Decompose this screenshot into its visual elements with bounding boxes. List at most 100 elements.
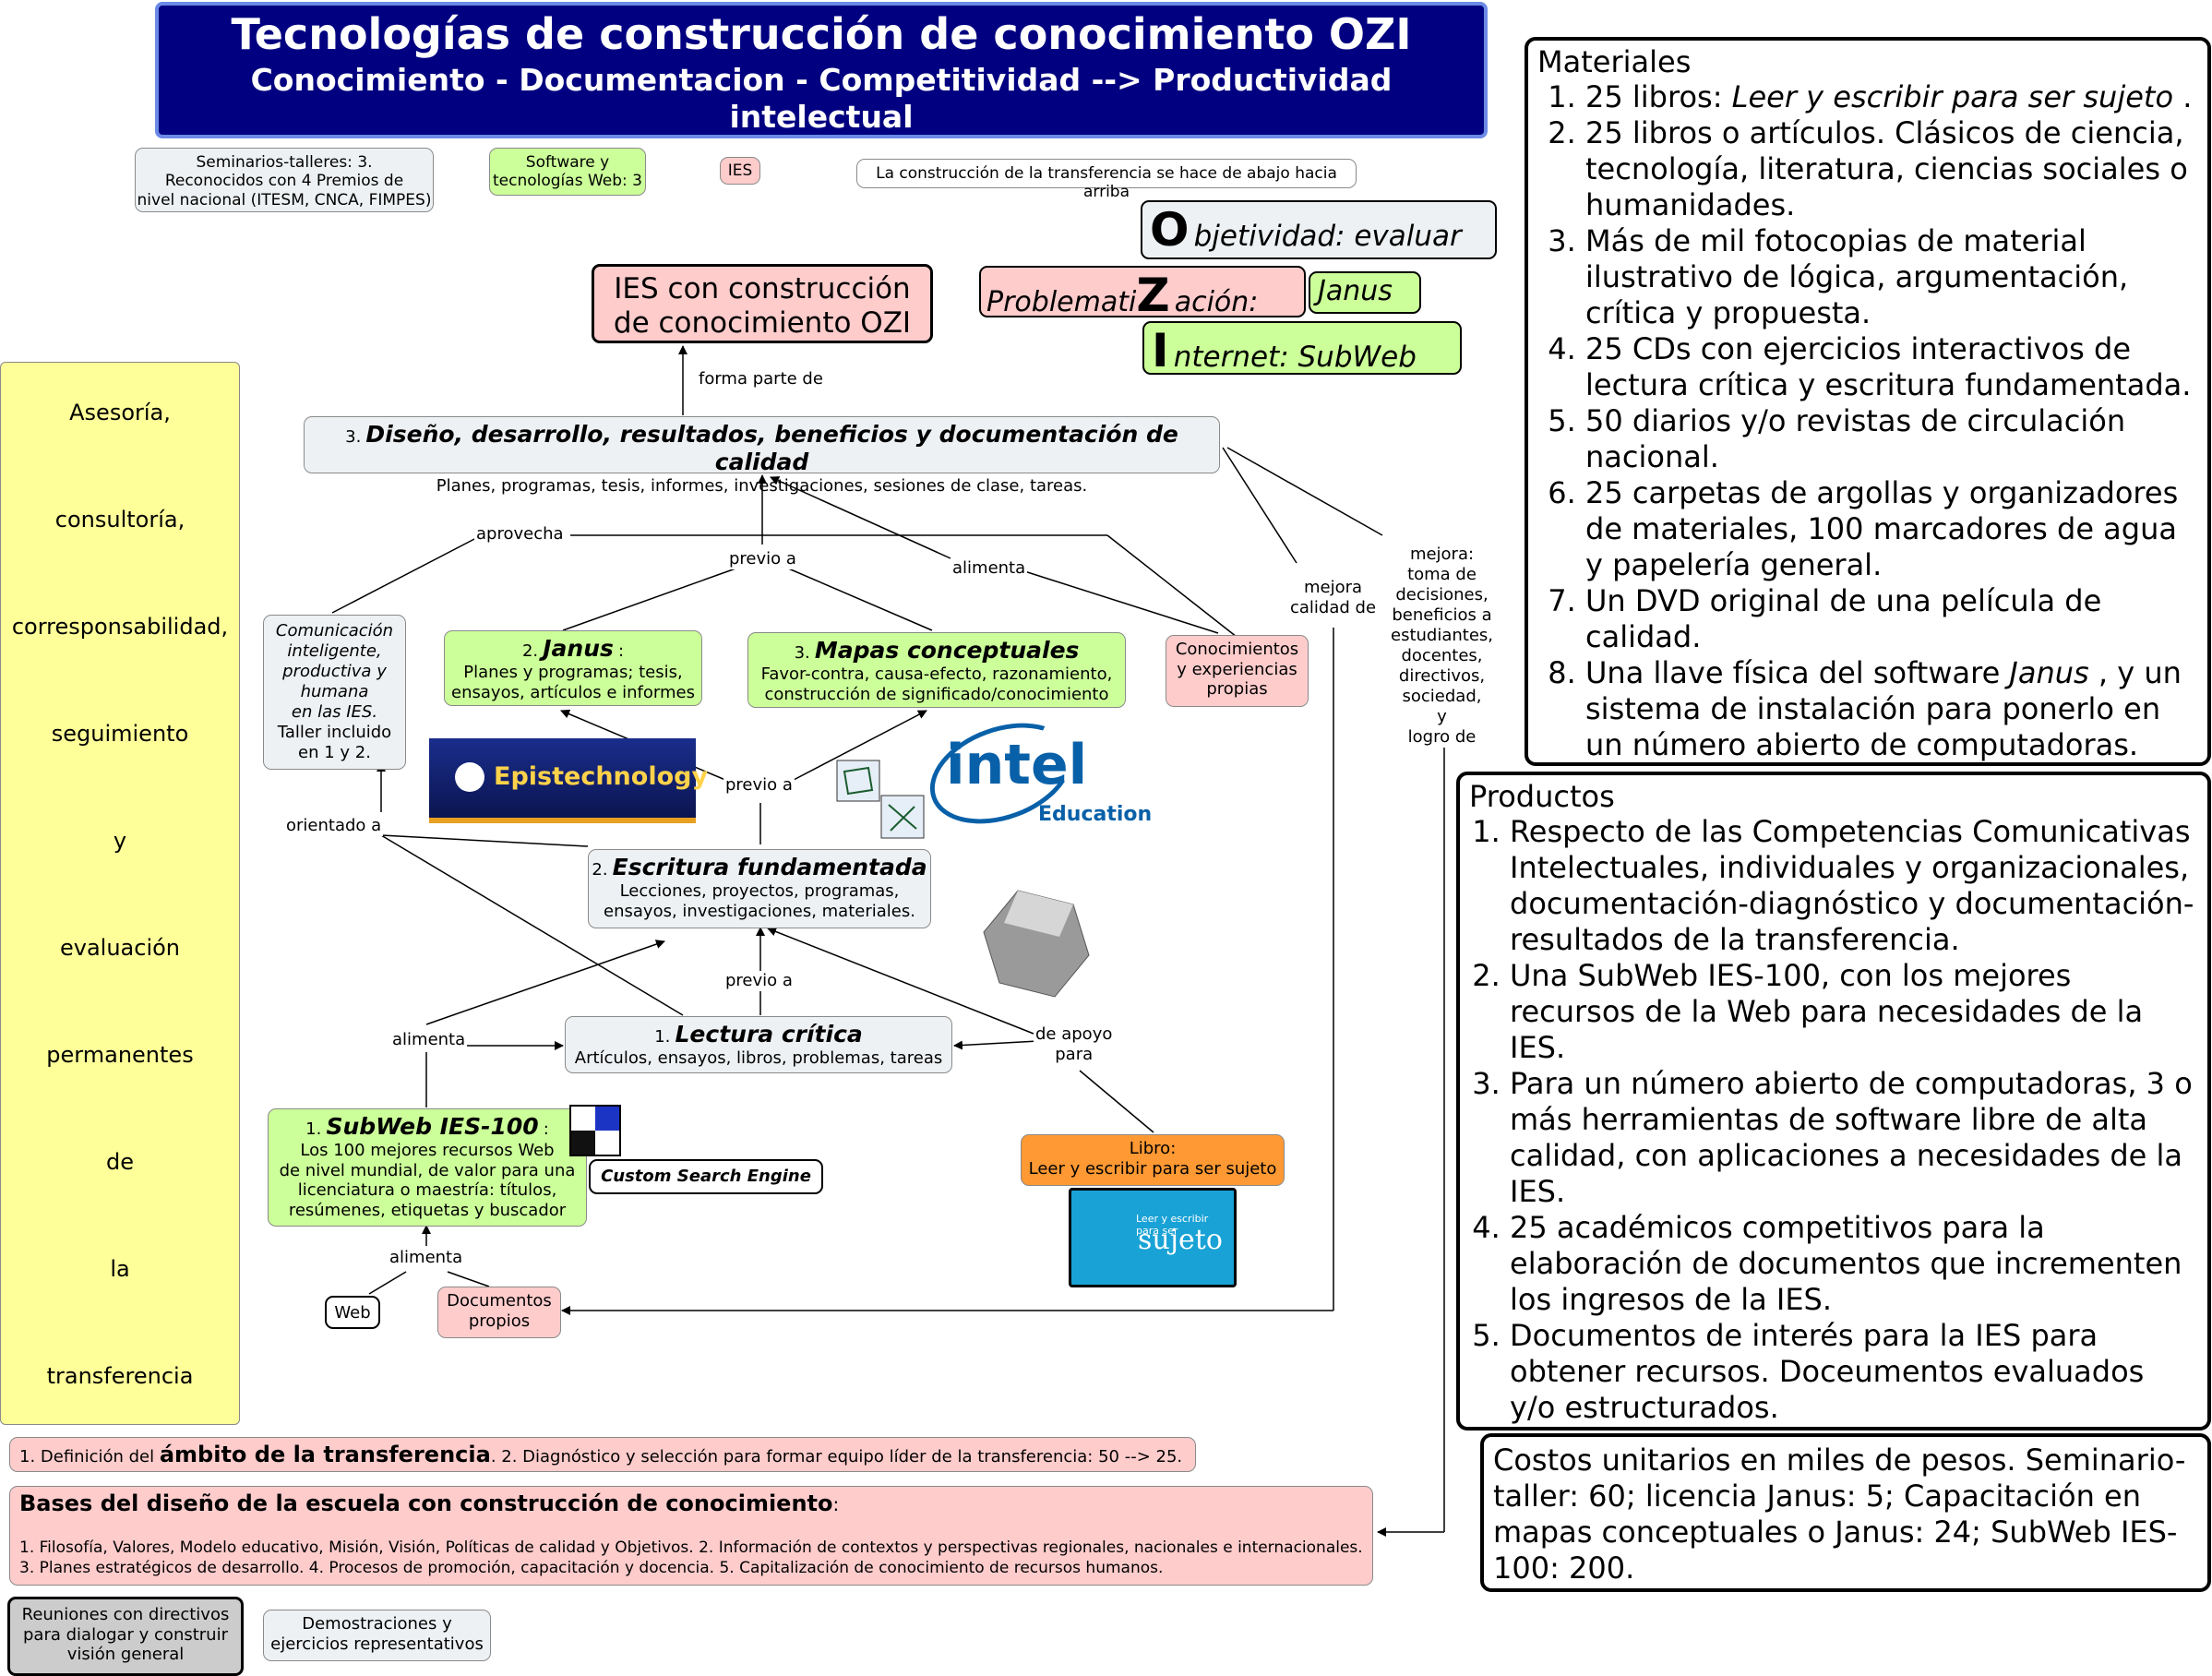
materiales-item-emphasis: Janus [2009,655,2089,690]
o-text: bjetividad: evaluar [1193,220,1462,253]
subweb-sub: de nivel mundial, de valor para una [279,1160,576,1180]
mejora-calidad-line: calidad de [1290,597,1377,617]
book-cover-image: Leer y escribir para ser sujeto [1069,1188,1237,1287]
ies-ozi-node: IES con construcción de conocimiento OZI [592,264,933,343]
seminarios-line: Reconocidos con 4 Premios de [164,172,404,191]
comunicacion-line: inteligente, [287,641,382,661]
i-internet-box: I nternet: SubWeb [1142,321,1462,377]
janus-num: 2. [521,641,539,661]
label-alimenta-bottom: alimenta [388,1248,465,1268]
left-panel-word: corresponsabilidad, [11,614,229,640]
mejora-toma-line: mejora: [1409,545,1475,564]
hexagon-icon [983,890,1090,998]
ies-ozi-line: de conocimiento OZI [613,306,912,341]
materiales-item: 50 diarios y/o revistas de circulación n… [1585,403,2198,475]
productos-item: Una SubWeb IES-100, con los mejores recu… [1510,958,2198,1066]
left-panel-word: la [110,1256,130,1282]
janus-sub-1: Planes y programas; tesis, [463,663,683,682]
materiales-item: Más de mil fotocopias de material ilustr… [1585,223,2198,331]
bases-title: Bases del diseño de la escuela con const… [19,1490,833,1516]
materiales-item-text: 50 diarios y/o revistas de circulación n… [1585,403,2126,474]
materiales-item-text: Un DVD original de una película de calid… [1585,583,2102,654]
left-panel-word: evaluación [59,935,181,961]
materiales-item-text: Una llave física del software [1585,655,2010,690]
seminarios-line: Seminarios-talleres: 3. [196,153,373,172]
mapas-node: 3. Mapas conceptuales Favor-contra, caus… [747,632,1126,708]
cse-label: Custom Search Engine [601,1167,811,1186]
left-panel-word: seguimiento [51,721,189,747]
escritura-node: 2. Escritura fundamentada Lecciones, pro… [588,849,931,928]
materiales-item-text: 25 libros: [1585,79,1732,114]
reuniones-line: Reuniones con directivos [21,1605,230,1624]
reuniones-line: visión general [66,1645,185,1665]
costos-text: Costos unitarios en miles de pesos. Semi… [1493,1443,2186,1586]
libro-node: Libro: Leer y escribir para ser sujeto [1021,1134,1285,1186]
epistechnology-wordmark: Epistechnology [494,762,709,791]
title-line-2: Conocimiento - Documentacion - Competiti… [250,62,1393,135]
left-panel-word: consultoría, [54,507,185,533]
materiales-item: Una llave física del software Janus , y … [1585,655,2198,763]
label-orientado: orientado a [284,816,384,836]
materiales-item: 25 libros: Leer y escribir para ser suje… [1585,79,2198,115]
web-node: Web [325,1296,380,1329]
mejora-toma-line: estudiantes, [1391,626,1494,645]
materiales-item-text: 25 libros o artículos. Clásicos de cienc… [1585,115,2188,222]
comunicacion-line: Comunicación [275,621,394,640]
construccion-note: La construcción de la transferencia se h… [856,159,1357,201]
conocimientos-line: propias [1206,679,1268,700]
diseno-node: 3. Diseño, desarrollo, resultados, benef… [304,416,1220,496]
materiales-item: Un DVD original de una película de calid… [1585,583,2198,655]
materiales-item-emphasis: Leer y escribir para ser sujeto [1731,79,2174,114]
z-problematizacion-box: ProblematiZ ación: [979,266,1306,322]
janus-node: 2. Janus : Planes y programas; tesis, en… [444,630,702,706]
label-alimenta-low: alimenta [390,1030,468,1050]
epistechnology-logo: Epistechnology [429,738,708,823]
materiales-item-text: 25 CDs con ejercicios interactivos de le… [1585,331,2192,402]
software-note: Software y tecnologías Web: 3 [489,148,646,196]
seminarios-line: nivel nacional (ITESM, CNCA, FIMPES) [137,190,432,210]
demostraciones-line: Demostraciones y [302,1614,452,1634]
lectura-sub: Artículos, ensayos, libros, problemas, t… [574,1048,943,1068]
janus-colon: : [617,641,625,661]
label-forma-parte: forma parte de [697,369,825,389]
cse-checker-icon [569,1105,621,1156]
title-banner: Tecnologías de construcción de conocimie… [155,2,1488,173]
costos-box: Costos unitarios en miles de pesos. Semi… [1480,1433,2211,1592]
escritura-sub-2: ensayos, investigaciones, materiales. [604,901,915,921]
definicion-box: 1. Definición del ámbito de la transfere… [9,1437,1196,1472]
bases-text: 1. Filosofía, Valores, Modelo educativo,… [19,1538,1363,1577]
book-cover-top: Leer y escribir para ser [1136,1213,1209,1237]
lectura-node: 1. Lectura crítica Artículos, ensayos, l… [565,1016,952,1073]
comunicacion-line: en 1 y 2. [298,743,371,762]
materiales-item-text: . [2173,79,2193,114]
label-previo-a-mid: previo a [723,775,795,796]
escritura-sub-1: Lecciones, proyectos, programas, [619,881,900,901]
escritura-title: Escritura fundamentada [612,854,927,880]
subweb-sub: resúmenes, etiquetas y buscador [288,1200,567,1220]
materiales-item-text: 25 carpetas de argollas y organizadores … [1585,475,2179,582]
o-objetividad-box: O bjetividad: evaluar [1141,200,1497,259]
materiales-item: 25 CDs con ejercicios interactivos de le… [1585,331,2198,403]
de-apoyo-line: para [1055,1044,1094,1064]
mapas-sub-1: Favor-contra, causa-efecto, razonamiento… [760,664,1113,684]
comunicacion-line: humana [300,682,369,701]
conocimientos-node: Conocimientos y experiencias propias [1166,635,1309,707]
mejora-toma-line: sociedad, [1402,687,1482,706]
software-line: Software y [525,153,610,172]
reuniones-line: para dialogar y construir [23,1624,228,1645]
de-apoyo-line: de apoyo [1035,1024,1113,1044]
bases-colon: : [832,1493,840,1515]
comunicacion-line: en las IES. [291,702,378,722]
z-letter: Z [1136,269,1170,322]
subweb-num: 1. [305,1119,322,1139]
bases-box: Bases del diseño de la escuela con const… [9,1486,1373,1586]
materiales-item: 25 libros o artículos. Clásicos de cienc… [1585,115,2198,223]
reuniones-box: Reuniones con directivos para dialogar y… [7,1597,244,1676]
productos-header: Productos [1469,779,1615,814]
left-panel-word: transferencia [46,1363,194,1389]
productos-item: Respecto de las Competencias Comunicativ… [1510,814,2198,958]
label-mejora-toma: mejora: toma de decisiones, beneficios a… [1389,545,1496,748]
label-alimenta-top: alimenta [951,558,1028,579]
software-line: tecnologías Web: 3 [493,172,642,191]
